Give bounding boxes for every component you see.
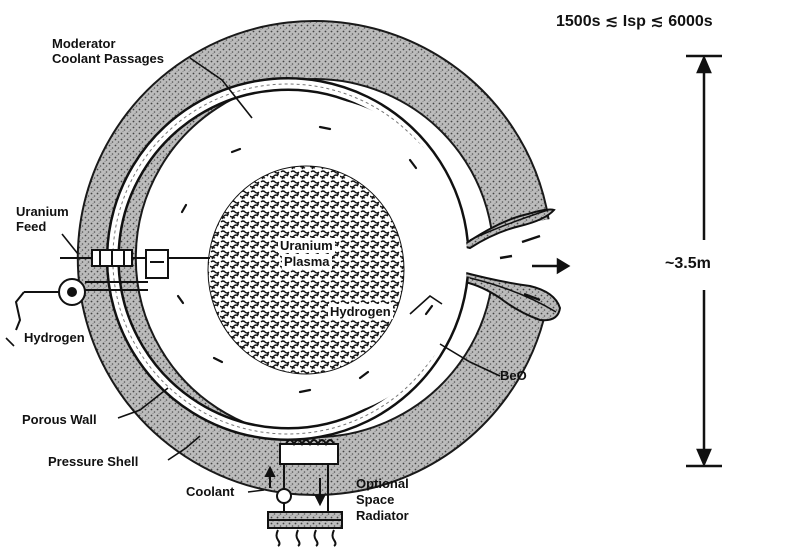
radiator-label-2: Space xyxy=(356,492,394,507)
space-radiator xyxy=(268,512,342,546)
hydrogen-flow-label: Hydrogen xyxy=(328,304,393,319)
dimension-label: ~3.5m xyxy=(662,256,714,271)
moderator-label: Moderator xyxy=(52,36,116,51)
coolant-passages-label: Coolant Passages xyxy=(52,51,164,66)
uranium-plasma-label-2: Plasma xyxy=(282,254,332,269)
hydrogen-inlet-label: Hydrogen xyxy=(24,330,85,345)
pressure-shell-label: Pressure Shell xyxy=(48,454,138,469)
radiator-label-3: Radiator xyxy=(356,508,409,523)
porous-wall-label: Porous Wall xyxy=(22,412,97,427)
uranium-feed-label-1: Uranium xyxy=(16,204,69,219)
uranium-plasma-cloud xyxy=(208,166,404,374)
uranium-plasma-label-1: Uranium xyxy=(278,238,335,253)
radiator-label-1: Optional xyxy=(356,476,409,491)
uranium-feed-label-2: Feed xyxy=(16,219,46,234)
isp-range-label: 1500s ≲ Isp ≲ 6000s xyxy=(556,14,713,29)
beo-label: BeO xyxy=(500,368,527,383)
coolant-label: Coolant xyxy=(186,484,234,499)
